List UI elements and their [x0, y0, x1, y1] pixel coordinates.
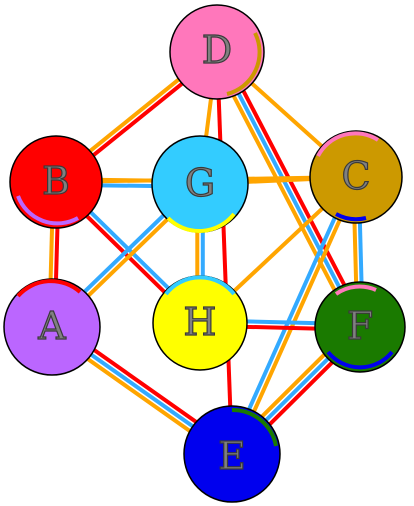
node-c[interactable]: C	[309, 130, 403, 224]
nodes-layer: D B G C A H	[3, 4, 406, 503]
edge-strand	[227, 175, 356, 454]
node-h-port-arc	[164, 275, 236, 296]
node-c-port-arc	[316, 131, 380, 157]
node-c-circle	[309, 130, 403, 224]
edge-c-e	[227, 175, 361, 456]
node-b[interactable]: B	[9, 135, 103, 229]
node-b-port-arc	[16, 195, 79, 226]
node-f-label: F	[347, 304, 373, 348]
edge-d-e	[215, 51, 234, 455]
node-h-label: H	[183, 300, 216, 344]
node-d-circle	[169, 4, 265, 100]
node-f-port-arc-2	[334, 284, 377, 296]
edge-strand	[210, 53, 357, 331]
node-c-port-arc-2	[335, 212, 367, 222]
node-h[interactable]: H	[152, 275, 248, 371]
edge-strand	[232, 177, 361, 456]
edge-strand	[220, 48, 367, 326]
node-g-label: G	[185, 161, 215, 205]
node-d-label: D	[202, 28, 232, 72]
node-a-label: A	[37, 304, 66, 348]
node-a-circle	[3, 278, 101, 376]
node-a[interactable]: A	[3, 278, 101, 376]
edge-strand	[215, 51, 234, 455]
node-d[interactable]: D	[169, 4, 265, 100]
node-c-label: C	[341, 154, 370, 198]
node-e-circle	[183, 405, 281, 503]
node-b-circle	[9, 135, 103, 229]
edge-strand	[215, 51, 362, 328]
node-b-label: B	[42, 159, 70, 203]
node-e-label: E	[218, 434, 246, 478]
node-f-circle	[314, 281, 406, 373]
node-e[interactable]: E	[183, 405, 281, 503]
edge-d-f	[210, 48, 367, 331]
node-g-port-arc	[166, 212, 236, 233]
node-d-port-arc	[226, 32, 262, 96]
node-f-port-arc	[326, 350, 394, 370]
node-a-port-arc	[16, 279, 82, 298]
edges-layer	[47, 48, 367, 461]
node-f[interactable]: F	[314, 281, 406, 373]
node-g[interactable]: G	[151, 135, 249, 233]
node-e-port-arc	[231, 407, 278, 447]
